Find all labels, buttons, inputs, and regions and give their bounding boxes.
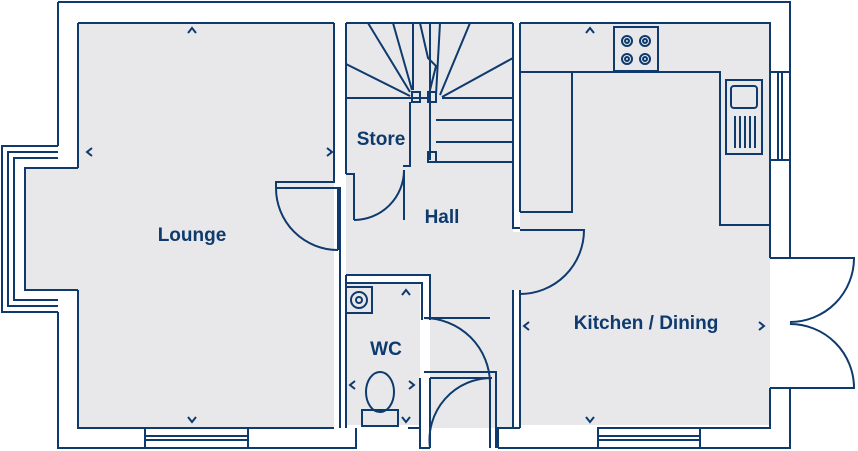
basin-drain	[355, 296, 363, 304]
dimension-arrow-icon	[187, 416, 197, 424]
stair-wall-right	[512, 23, 520, 229]
outer-wall-bottom-r3-in	[700, 388, 771, 429]
lounge-window	[144, 427, 249, 449]
lounge-door-swing	[275, 187, 339, 251]
wc-floor	[346, 283, 420, 425]
wc-top-wall-b	[346, 282, 423, 320]
floors	[25, 23, 770, 428]
outer-wall-left-bot-in	[77, 290, 145, 429]
bay-window-in3	[24, 167, 78, 291]
kitchen-door-swing	[519, 229, 586, 295]
stair-newel	[411, 91, 421, 103]
hob-ring	[624, 56, 630, 62]
lounge-floor	[25, 23, 334, 428]
bay-window	[1, 145, 58, 313]
room-label-kitchen-dining: Kitchen / Dining	[573, 313, 719, 334]
outer-wall-bottom-mid	[248, 428, 357, 449]
outer-wall-bottom-wc	[408, 427, 430, 449]
dimension-arrow-icon	[401, 288, 411, 296]
room-label-wc: WC	[370, 339, 402, 360]
wc-fixtures	[345, 286, 399, 427]
dimension-arrows	[85, 26, 766, 424]
wc-top-wall	[346, 274, 431, 320]
sink-bowl	[730, 85, 758, 109]
stair-tread	[441, 57, 514, 98]
dimension-arrow-icon	[522, 321, 530, 331]
store-wall-r	[403, 102, 411, 167]
hob-ring	[642, 56, 648, 62]
hob-ring	[639, 53, 651, 65]
stair-tread	[367, 22, 411, 93]
hall-floor	[346, 23, 560, 428]
patio-door-upper	[789, 257, 856, 323]
sink-icon	[725, 79, 763, 155]
kitchen-floor	[520, 23, 770, 425]
dimension-arrow-icon	[401, 416, 411, 424]
hob-ring	[624, 38, 630, 44]
dimension-arrow-icon	[348, 380, 356, 390]
room-label-store: Store	[356, 129, 406, 150]
outer-wall-bottom-r3	[700, 388, 791, 449]
room-label-lounge: Lounge	[157, 225, 227, 246]
doors	[275, 169, 856, 449]
dimension-arrow-icon	[585, 26, 595, 34]
bay-window-in	[7, 151, 58, 307]
lounge-hall-wall	[275, 23, 341, 428]
stair-tread	[439, 22, 471, 96]
basin-icon	[345, 286, 373, 314]
kitchen-counter-side	[520, 72, 573, 213]
hob-icon	[613, 26, 659, 72]
dimension-arrow-icon	[326, 147, 334, 157]
hob-ring	[639, 35, 651, 47]
outer-wall-bottom-right	[497, 427, 520, 448]
room-label-hall: Hall	[424, 207, 460, 228]
dimension-arrow-icon	[585, 416, 595, 424]
patio-door-lower	[789, 323, 856, 389]
outer-wall	[58, 1, 791, 72]
dimension-arrow-icon	[85, 147, 93, 157]
outer-wall-left-bot	[57, 312, 145, 449]
kitchen-right-window	[769, 71, 791, 161]
hob-ring	[642, 38, 648, 44]
dimension-arrow-icon	[187, 26, 197, 34]
dimension-arrow-icon	[408, 380, 416, 390]
windows	[144, 71, 791, 449]
dimension-arrow-icon	[758, 321, 766, 331]
stair-break-icon	[419, 22, 438, 99]
stair-tread	[392, 22, 413, 91]
outer-wall-inner-c	[520, 22, 771, 72]
bay-window-in2	[13, 157, 58, 301]
hob-ring	[621, 35, 633, 47]
toilet-cistern	[361, 409, 399, 427]
basin-bowl	[350, 291, 368, 309]
stairs	[345, 22, 514, 163]
stair-tread	[345, 63, 411, 97]
store-wall	[346, 173, 355, 220]
stair-tread	[435, 22, 441, 96]
wc-door-swing	[423, 317, 491, 385]
kitchen-window	[597, 427, 701, 449]
kitchen-units	[520, 26, 770, 226]
hob-ring	[621, 53, 633, 65]
stair-newel	[427, 151, 437, 163]
wc-right-wall-c	[424, 371, 497, 448]
toilet-icon	[365, 371, 395, 413]
